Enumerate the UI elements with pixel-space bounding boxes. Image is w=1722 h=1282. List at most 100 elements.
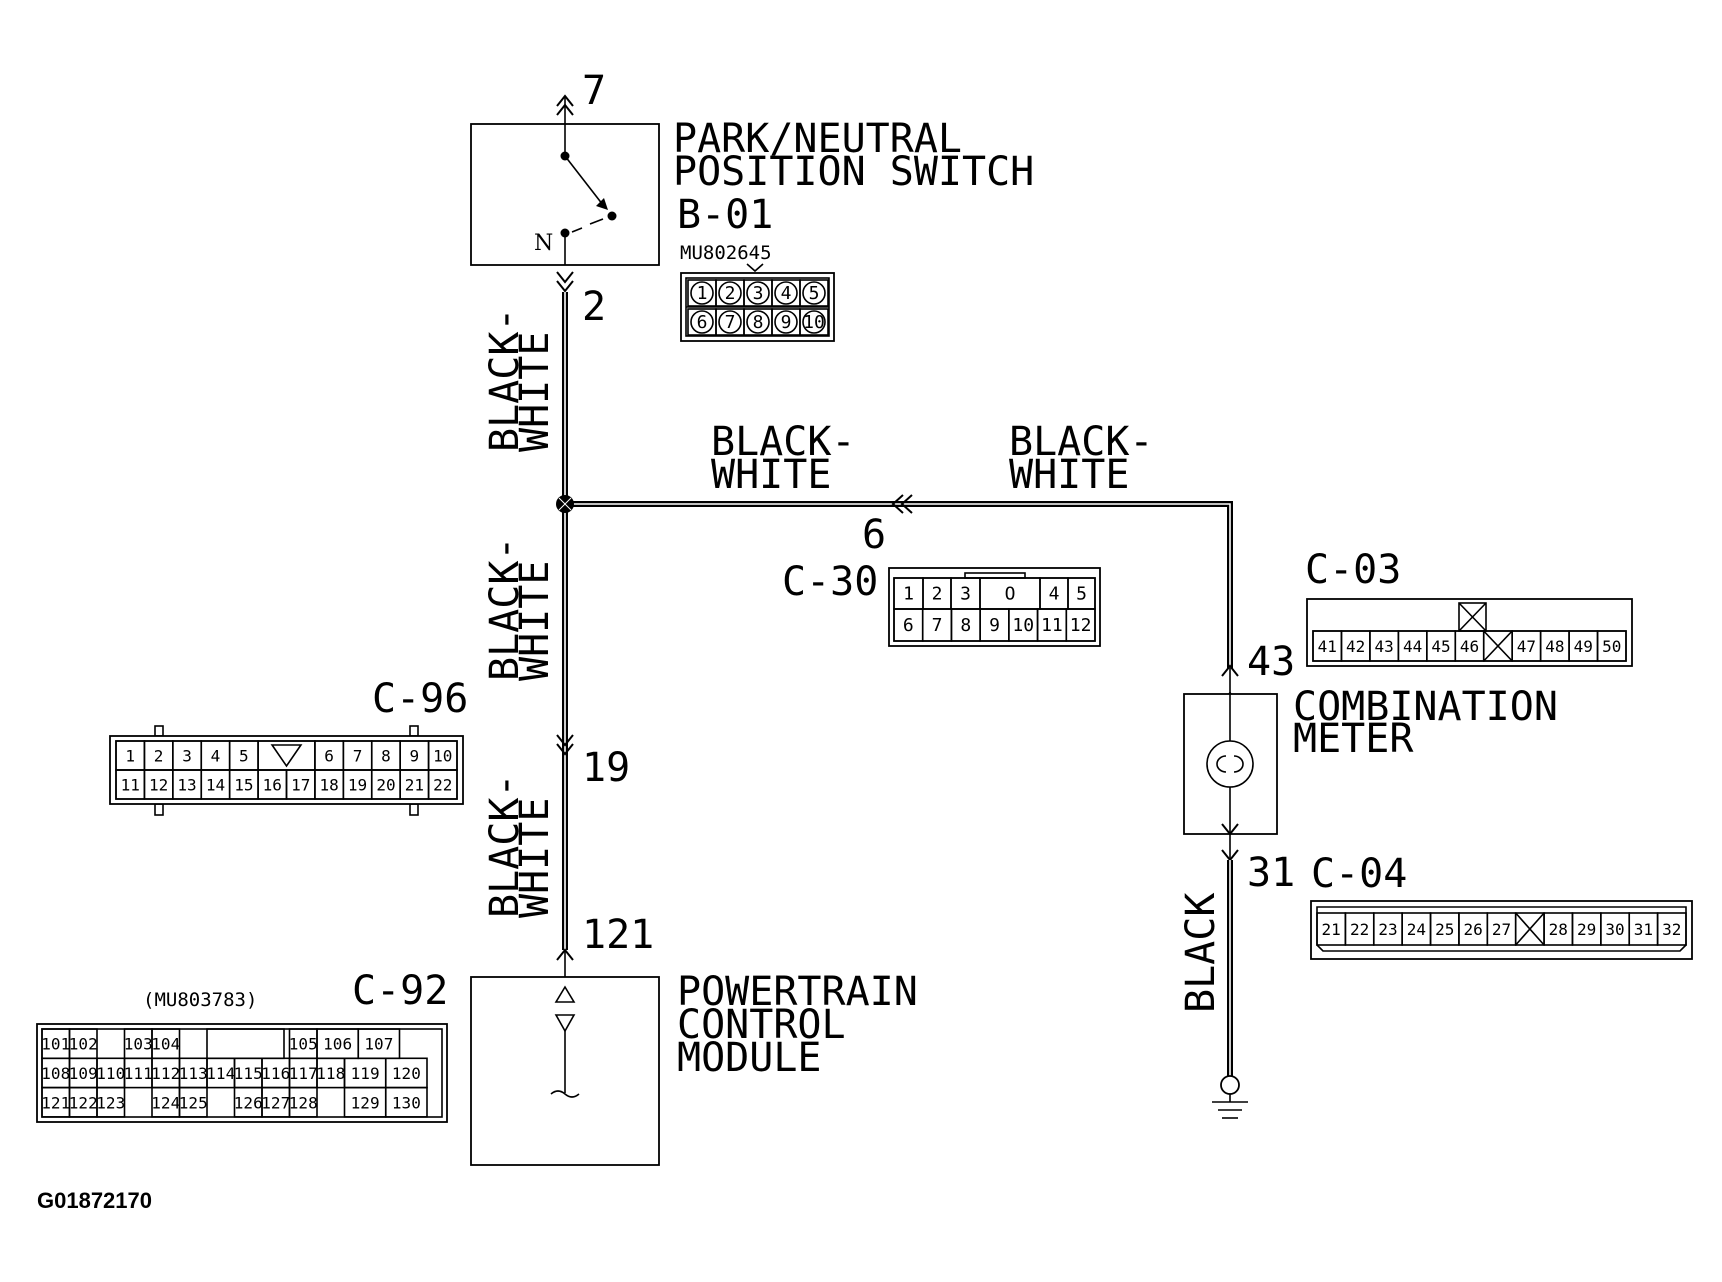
meter-name-line1: COMBINATION (1293, 684, 1558, 730)
wire-label-hleft-line1: BLACK- (711, 419, 856, 465)
c92-pin-130: 130 (392, 1093, 421, 1112)
c03-pin-50: 50 (1602, 637, 1621, 656)
c92-pin-103: 103 (124, 1035, 153, 1054)
wire-label-lower-line1: BLACK- (482, 774, 528, 919)
c04-pin-22: 22 (1350, 920, 1369, 939)
meter-name-line2: METER (1293, 716, 1414, 762)
c03-pin-43: 43 (1375, 637, 1394, 656)
c92-pin-119: 119 (351, 1064, 380, 1083)
b01-pin-7: 7 (725, 312, 736, 333)
c04-pin-23: 23 (1378, 920, 1397, 939)
pcm-pin: 121 (582, 912, 654, 958)
c92-pin-106: 106 (323, 1035, 352, 1054)
c04-pin-30: 30 (1605, 920, 1624, 939)
c96-pin-21: 21 (405, 776, 424, 795)
b01-pin-4: 4 (781, 283, 792, 304)
c04-pin-24: 24 (1407, 920, 1426, 939)
c30-pin-2: 2 (932, 584, 943, 605)
c92-pin-122: 122 (69, 1093, 98, 1112)
c30-pin-10: 10 (1012, 615, 1034, 636)
b01-pin-5: 5 (809, 283, 820, 304)
c92-pin-127: 127 (261, 1093, 290, 1112)
c92-pin-128: 128 (289, 1093, 318, 1112)
c92-pin-110: 110 (96, 1064, 125, 1083)
c03-pin-41: 41 (1318, 637, 1337, 656)
pn-switch: 7 N PARK/NEUTRAL POSITION SWITCH B-01 MU… (470, 68, 1034, 266)
pcm-name-line3: MODULE (677, 1035, 822, 1081)
c30-pin-12: 12 (1070, 615, 1092, 636)
c03-pin-47: 47 (1517, 637, 1536, 656)
wire-label-upper-line1: BLACK- (482, 308, 528, 453)
c96-pin-15: 15 (234, 776, 253, 795)
pcm-input-icon (554, 985, 576, 1003)
c92-pin-101: 101 (41, 1035, 70, 1054)
c92-pin-115: 115 (234, 1064, 263, 1083)
pn-switch-part-number: MU802645 (680, 242, 772, 264)
c04-pin-31: 31 (1634, 920, 1653, 939)
c30-pin-9: 9 (989, 615, 1000, 636)
c30-pin-5: 5 (1076, 584, 1087, 605)
b01-pin-6: 6 (697, 312, 708, 333)
c04-pin-28: 28 (1549, 920, 1568, 939)
b01-pin-1: 1 (697, 283, 708, 304)
switch-contact (607, 211, 617, 221)
b01-pin-8: 8 (753, 312, 764, 333)
c92-pin-108: 108 (41, 1064, 70, 1083)
c30-id: C-30 (782, 559, 878, 605)
c96-pin-5: 5 (239, 747, 249, 766)
b01-pin-9: 9 (781, 312, 792, 333)
wire-label-lower-line2: WHITE (512, 798, 558, 918)
pcm-name-line2: CONTROL (677, 1002, 846, 1048)
c96-pin-7: 7 (353, 747, 363, 766)
wire-label-hright-line2: WHITE (1009, 452, 1129, 498)
c04-id: C-04 (1311, 851, 1407, 897)
c30-pin-4: 4 (1049, 584, 1060, 605)
combination-meter: 43 31 COMBINATION METER BLACK (1178, 639, 1558, 1119)
wire-label-middle-line1: BLACK- (482, 537, 528, 682)
c92-pin-125: 125 (179, 1093, 208, 1112)
wire-label-middle-line2: WHITE (512, 561, 558, 681)
c92-pin-102: 102 (69, 1035, 98, 1054)
wire-label-ground: BLACK (1178, 893, 1224, 1013)
c92-pin-109: 109 (69, 1064, 98, 1083)
c04-pin-26: 26 (1463, 920, 1482, 939)
c92-pin-123: 123 (96, 1093, 125, 1112)
wire-network: 2 6 19 121 BLACK- WHITE BLACK- WHITE (482, 271, 1233, 977)
switch-blade (564, 155, 604, 206)
wire-label-upper-line2: WHITE (512, 332, 558, 452)
c03-pin-44: 44 (1403, 637, 1422, 656)
c92-pin-117: 117 (289, 1064, 318, 1083)
c96-pin-8: 8 (381, 747, 391, 766)
meter-top-pin: 43 (1247, 639, 1295, 685)
b01-pin-2: 2 (725, 283, 736, 304)
c30-pin-11: 11 (1041, 615, 1063, 636)
switch-n-label: N (534, 231, 553, 256)
c30-pin-8: 8 (960, 615, 971, 636)
meter-bottom-pin: 31 (1247, 850, 1295, 896)
c96-pin-22: 22 (433, 776, 452, 795)
c30-pin-1: 1 (903, 584, 914, 605)
c96-pin-17: 17 (291, 776, 310, 795)
pn-switch-top-pin: 7 (582, 68, 606, 114)
pn-switch-name-line2: POSITION SWITCH (673, 149, 1034, 195)
c96-id: C-96 (372, 676, 468, 722)
b01-pin-10: 10 (803, 312, 825, 333)
c96-pin-9: 9 (410, 747, 420, 766)
c30-pin-blank: O (1005, 584, 1016, 605)
c96-pin-12: 12 (149, 776, 168, 795)
c04-pin-27: 27 (1492, 920, 1511, 939)
c92-pin-114: 114 (206, 1064, 235, 1083)
c92-pin-112: 112 (151, 1064, 180, 1083)
c03-pin-46: 46 (1460, 637, 1479, 656)
pcm: POWERTRAIN CONTROL MODULE (470, 969, 918, 1166)
c92-pin-111: 111 (124, 1064, 153, 1083)
c04-pin-25: 25 (1435, 920, 1454, 939)
c96-pin-19: 19 (348, 776, 367, 795)
wire-label-hright-line1: BLACK- (1009, 419, 1154, 465)
c92-id: C-92 (352, 968, 448, 1014)
c92-pin-105: 105 (289, 1035, 318, 1054)
c92-pin-113: 113 (179, 1064, 208, 1083)
